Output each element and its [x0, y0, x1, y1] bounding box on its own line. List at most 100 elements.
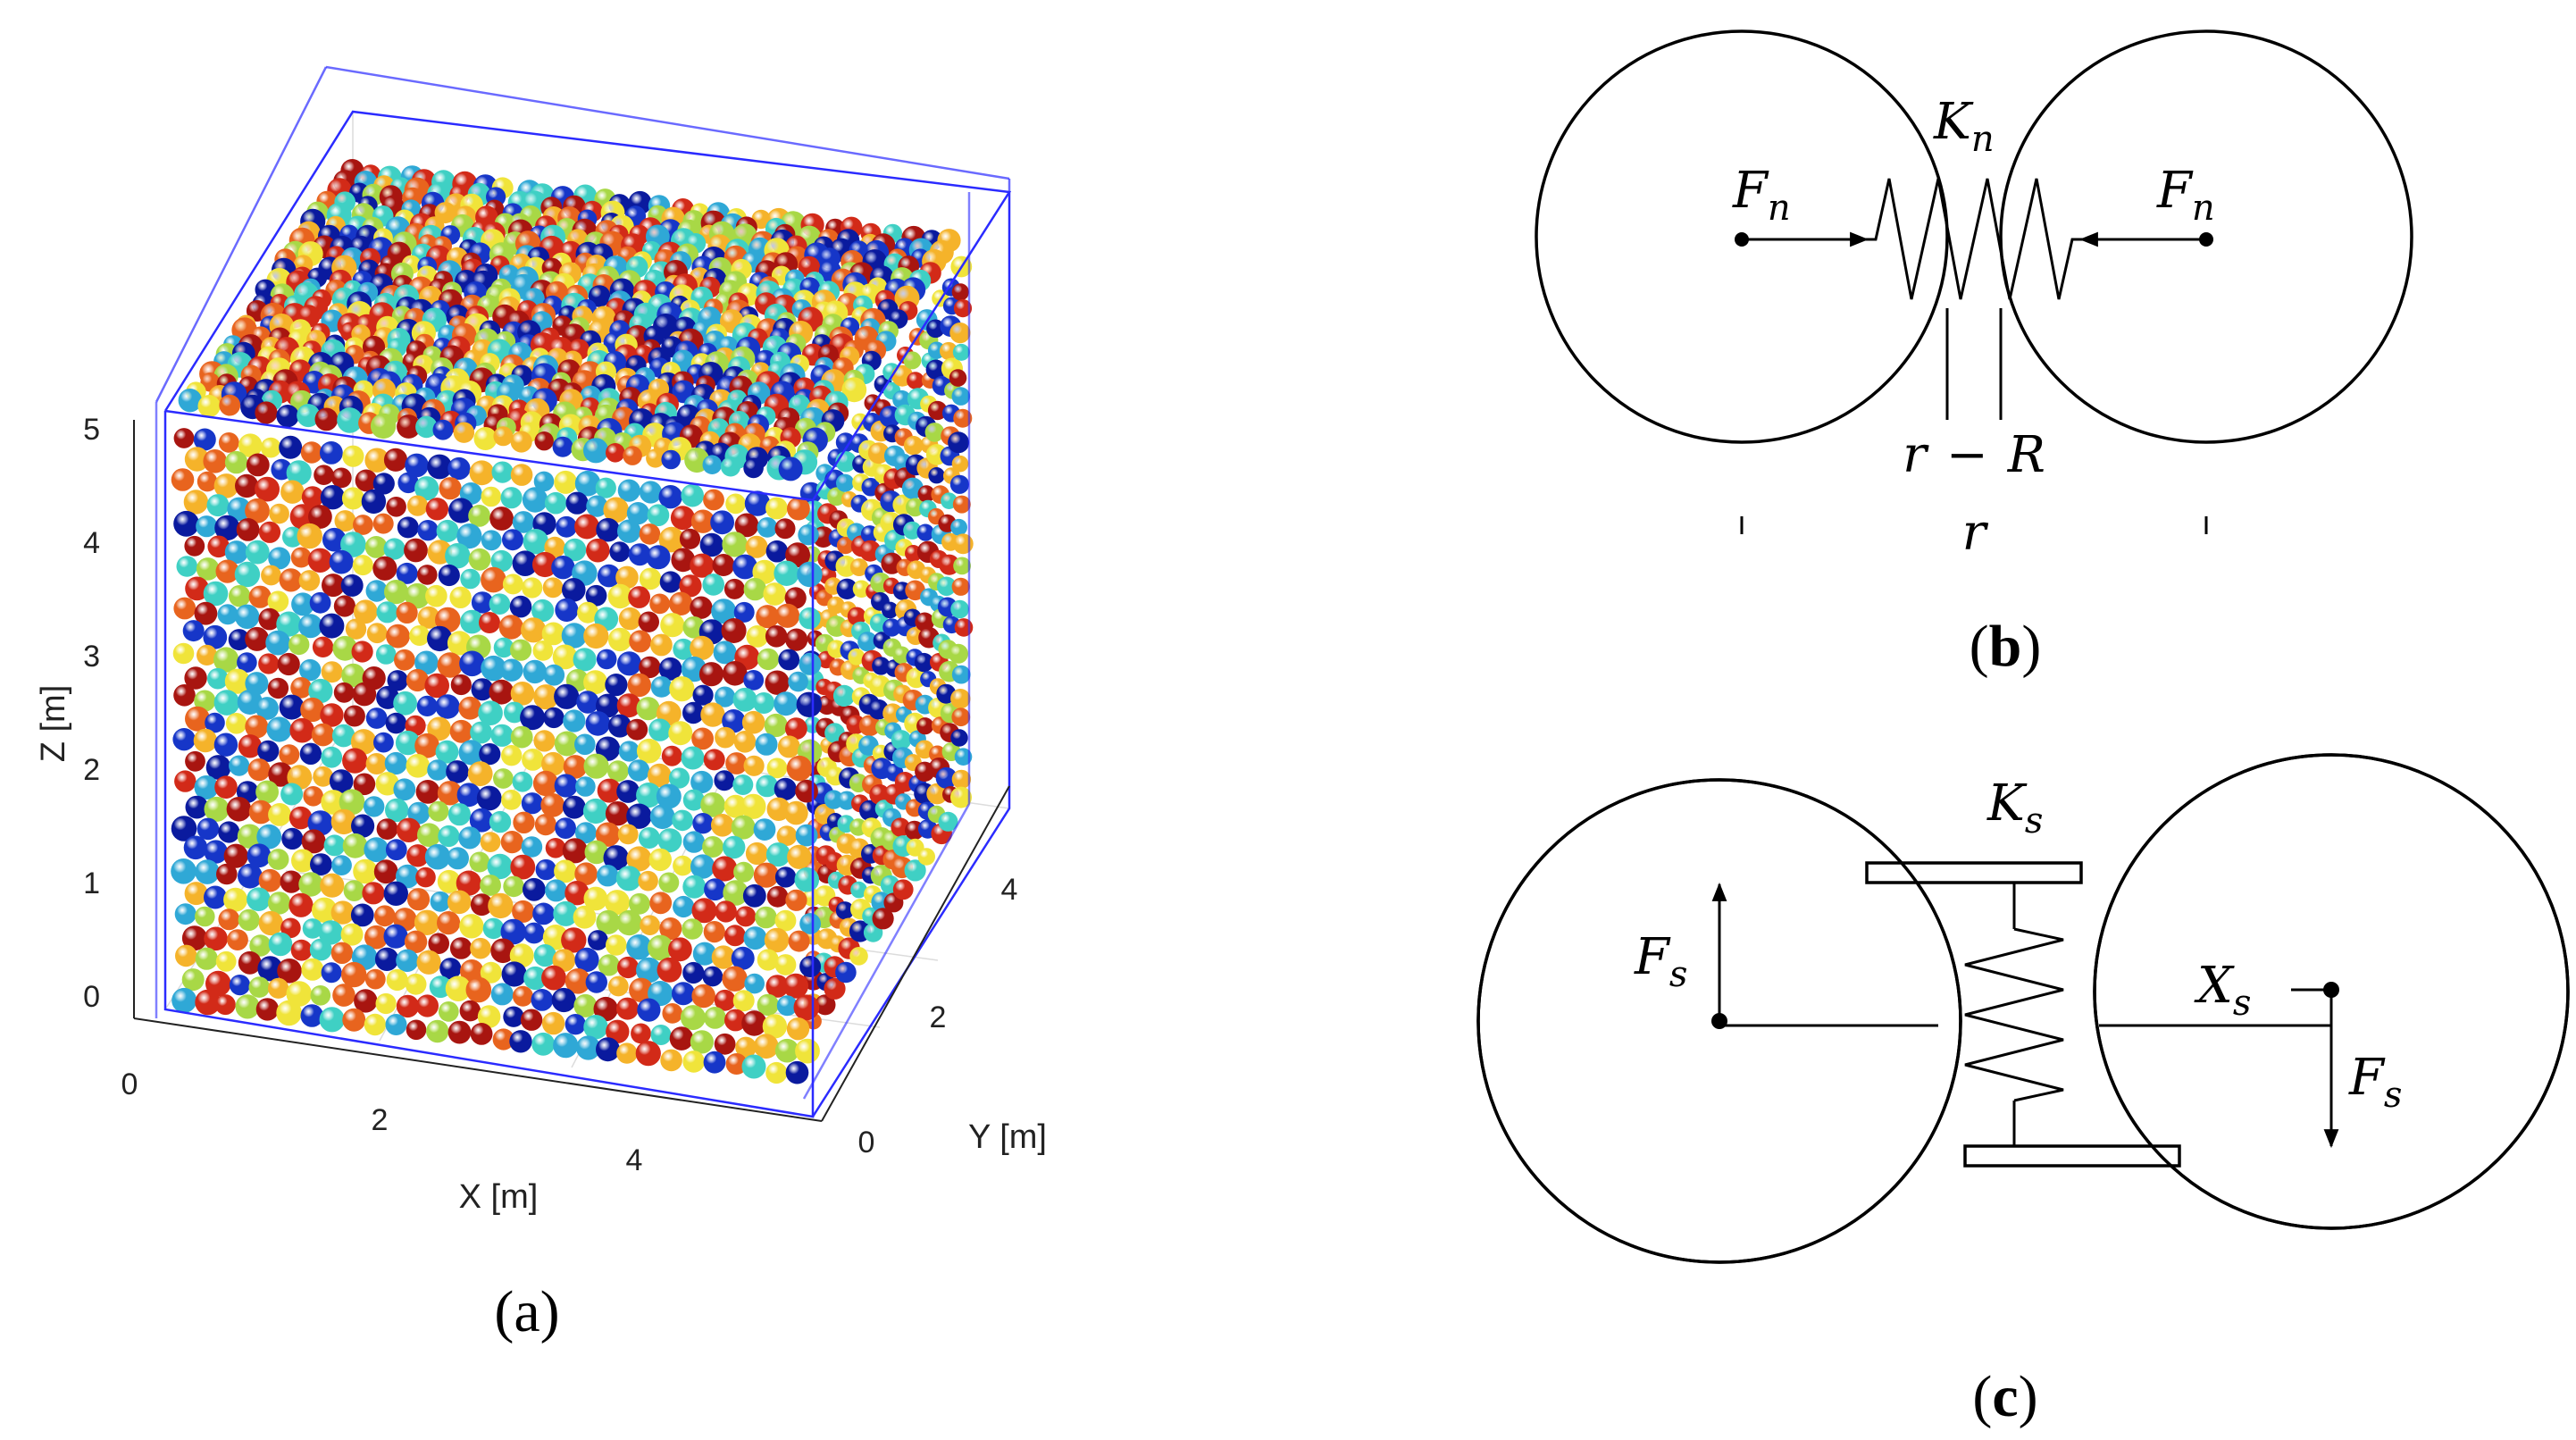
- particle: [541, 965, 566, 991]
- overlap-label: r−R: [1903, 426, 2045, 484]
- particle: [258, 521, 281, 543]
- particle: [229, 975, 251, 996]
- particle: [235, 604, 260, 629]
- particle: [534, 814, 557, 836]
- y-axis-ticks: 0 2 4: [858, 873, 1018, 1160]
- particle: [173, 597, 197, 620]
- particle: [796, 691, 822, 717]
- particle: [753, 818, 776, 841]
- particle: [176, 556, 198, 577]
- particle: [765, 670, 790, 695]
- particle: [330, 808, 357, 835]
- particle: [626, 718, 648, 741]
- particle: [343, 880, 365, 901]
- particle: [755, 906, 777, 929]
- particle: [479, 743, 501, 766]
- particle: [605, 674, 628, 697]
- particle: [197, 395, 221, 418]
- particle: [277, 959, 302, 984]
- particle: [702, 836, 724, 858]
- particle: [690, 509, 715, 533]
- particle: [746, 625, 769, 648]
- particle: [859, 800, 881, 822]
- particle: [365, 707, 388, 729]
- particle: [799, 956, 822, 977]
- particle: [561, 623, 588, 649]
- panel-c-shear-contact: Ks Fs Xs Fs (c): [1476, 753, 2570, 1429]
- particle: [671, 548, 696, 573]
- particle: [522, 577, 543, 599]
- particle: [766, 885, 789, 908]
- particle: [597, 778, 622, 803]
- particle: [414, 650, 439, 675]
- particle: [583, 670, 608, 695]
- particle: [793, 994, 820, 1021]
- particle: [471, 678, 494, 701]
- particle: [498, 615, 523, 640]
- particle: [512, 550, 539, 576]
- particle: [656, 783, 682, 809]
- particle: [470, 1023, 493, 1045]
- particle: [351, 640, 373, 663]
- normal-spring: [1867, 178, 2081, 300]
- particle: [952, 343, 970, 361]
- particle: [785, 628, 808, 651]
- particle: [690, 854, 715, 879]
- particle: [396, 601, 418, 624]
- particle: [680, 1005, 706, 1031]
- particle: [470, 721, 492, 744]
- particle: [414, 733, 439, 758]
- particle: [904, 859, 926, 882]
- particle: [333, 682, 355, 703]
- particle: [903, 435, 924, 456]
- particle: [523, 877, 546, 901]
- particle: [867, 442, 890, 465]
- particle: [178, 389, 202, 413]
- particle: [607, 583, 632, 609]
- particle: [503, 875, 524, 898]
- particle: [354, 989, 378, 1013]
- particle: [787, 497, 810, 521]
- particle: [629, 977, 654, 1003]
- particle: [648, 718, 672, 741]
- particle: [617, 956, 640, 979]
- particle: [648, 848, 672, 872]
- particle: [702, 966, 723, 987]
- particle: [447, 803, 471, 826]
- particle: [698, 662, 724, 687]
- particle: [458, 826, 481, 850]
- particle: [595, 477, 616, 498]
- particle: [500, 831, 523, 854]
- particle: [949, 322, 971, 344]
- particle: [353, 858, 378, 884]
- particle: [203, 449, 227, 473]
- particle: [605, 801, 631, 826]
- particle: [181, 925, 207, 951]
- particle: [314, 465, 334, 485]
- particle: [469, 460, 495, 486]
- panel-label-b: (b): [1970, 614, 2042, 679]
- particle: [301, 486, 324, 508]
- particle: [882, 601, 899, 619]
- particle: [460, 568, 481, 590]
- particle: [330, 467, 352, 489]
- particle: [353, 515, 373, 535]
- particle: [173, 510, 200, 537]
- particle: [258, 868, 282, 892]
- particle: [227, 497, 251, 522]
- x-axis-ticks: 0 2 4: [121, 1067, 643, 1177]
- particle: [892, 646, 911, 665]
- particle: [491, 461, 514, 483]
- particle: [203, 581, 229, 607]
- particle: [735, 906, 757, 927]
- particle: [428, 800, 449, 822]
- particle: [757, 949, 779, 971]
- particle: [204, 926, 228, 951]
- particle: [953, 408, 973, 428]
- particle: [298, 570, 321, 591]
- particle: [731, 815, 756, 840]
- particle: [637, 998, 661, 1022]
- particle: [286, 981, 313, 1007]
- particle: [437, 781, 463, 806]
- particle: [753, 1034, 779, 1059]
